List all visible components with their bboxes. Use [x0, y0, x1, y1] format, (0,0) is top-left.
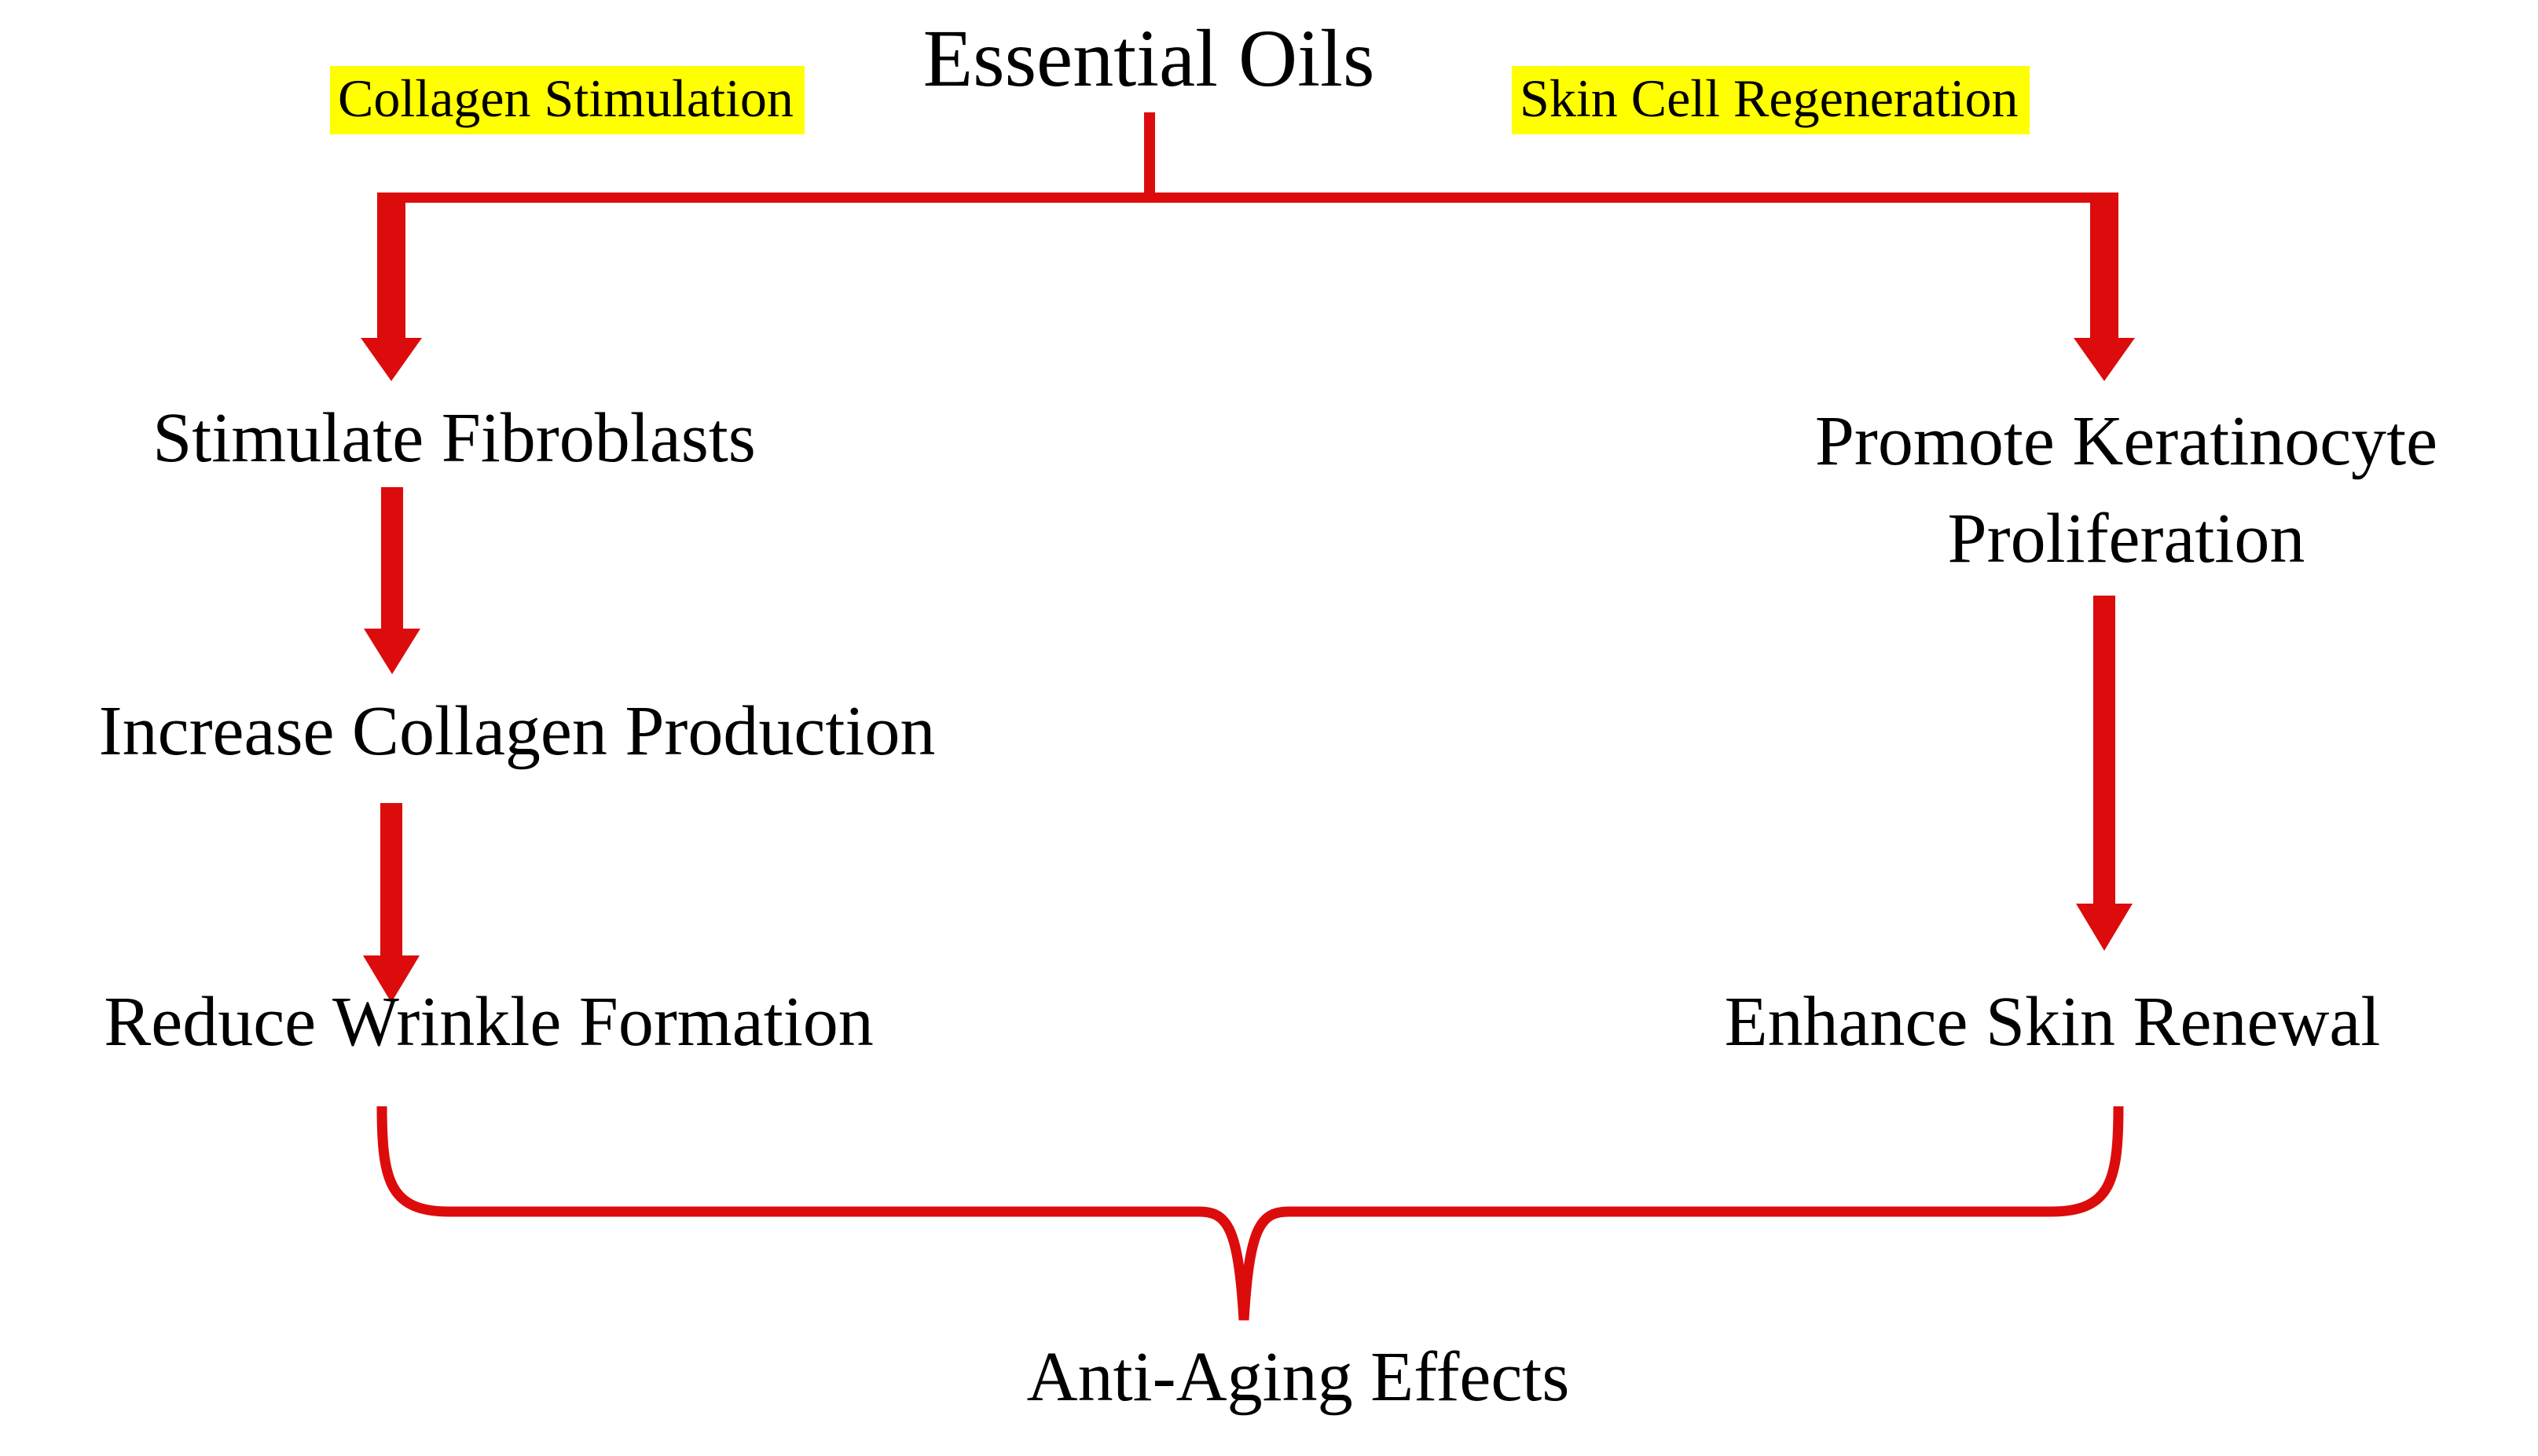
arrow-collagen-to-wrinkle-shaft	[380, 803, 402, 959]
right-branch-arrow-shaft	[2090, 193, 2118, 342]
title-stem-line	[1144, 112, 1155, 196]
right-branch-arrowhead-icon	[2074, 338, 2135, 381]
pathway-label-skin-cell-regeneration: Skin Cell Regeneration	[1512, 66, 2030, 134]
node-reduce-wrinkle-formation: Reduce Wrinkle Formation	[104, 983, 874, 1061]
node-promote-keratinocyte-proliferation: Promote Keratinocyte Proliferation	[1814, 402, 2438, 578]
left-branch-arrowhead-icon	[361, 338, 422, 381]
underbrace	[376, 1106, 2124, 1321]
arrow-fibroblasts-to-collagen-head-icon	[364, 629, 420, 674]
arrow-collagen-to-wrinkle-head-icon	[363, 955, 420, 1003]
node-anti-aging-effects: Anti-Aging Effects	[1026, 1338, 1570, 1416]
node-stimulate-fibroblasts: Stimulate Fibroblasts	[152, 399, 756, 477]
branch-horizontal-line	[377, 193, 2118, 203]
arrow-keratinocyte-to-renewal-shaft	[2093, 596, 2115, 907]
arrow-keratinocyte-to-renewal-head-icon	[2076, 904, 2133, 951]
node-increase-collagen-production: Increase Collagen Production	[98, 692, 936, 770]
arrow-fibroblasts-to-collagen-shaft	[381, 487, 403, 633]
pathway-label-collagen-stimulation: Collagen Stimulation	[330, 66, 805, 134]
diagram-title: Essential Oils	[922, 13, 1375, 104]
left-branch-arrow-shaft	[377, 193, 405, 342]
node-enhance-skin-renewal: Enhance Skin Renewal	[1724, 983, 2381, 1061]
